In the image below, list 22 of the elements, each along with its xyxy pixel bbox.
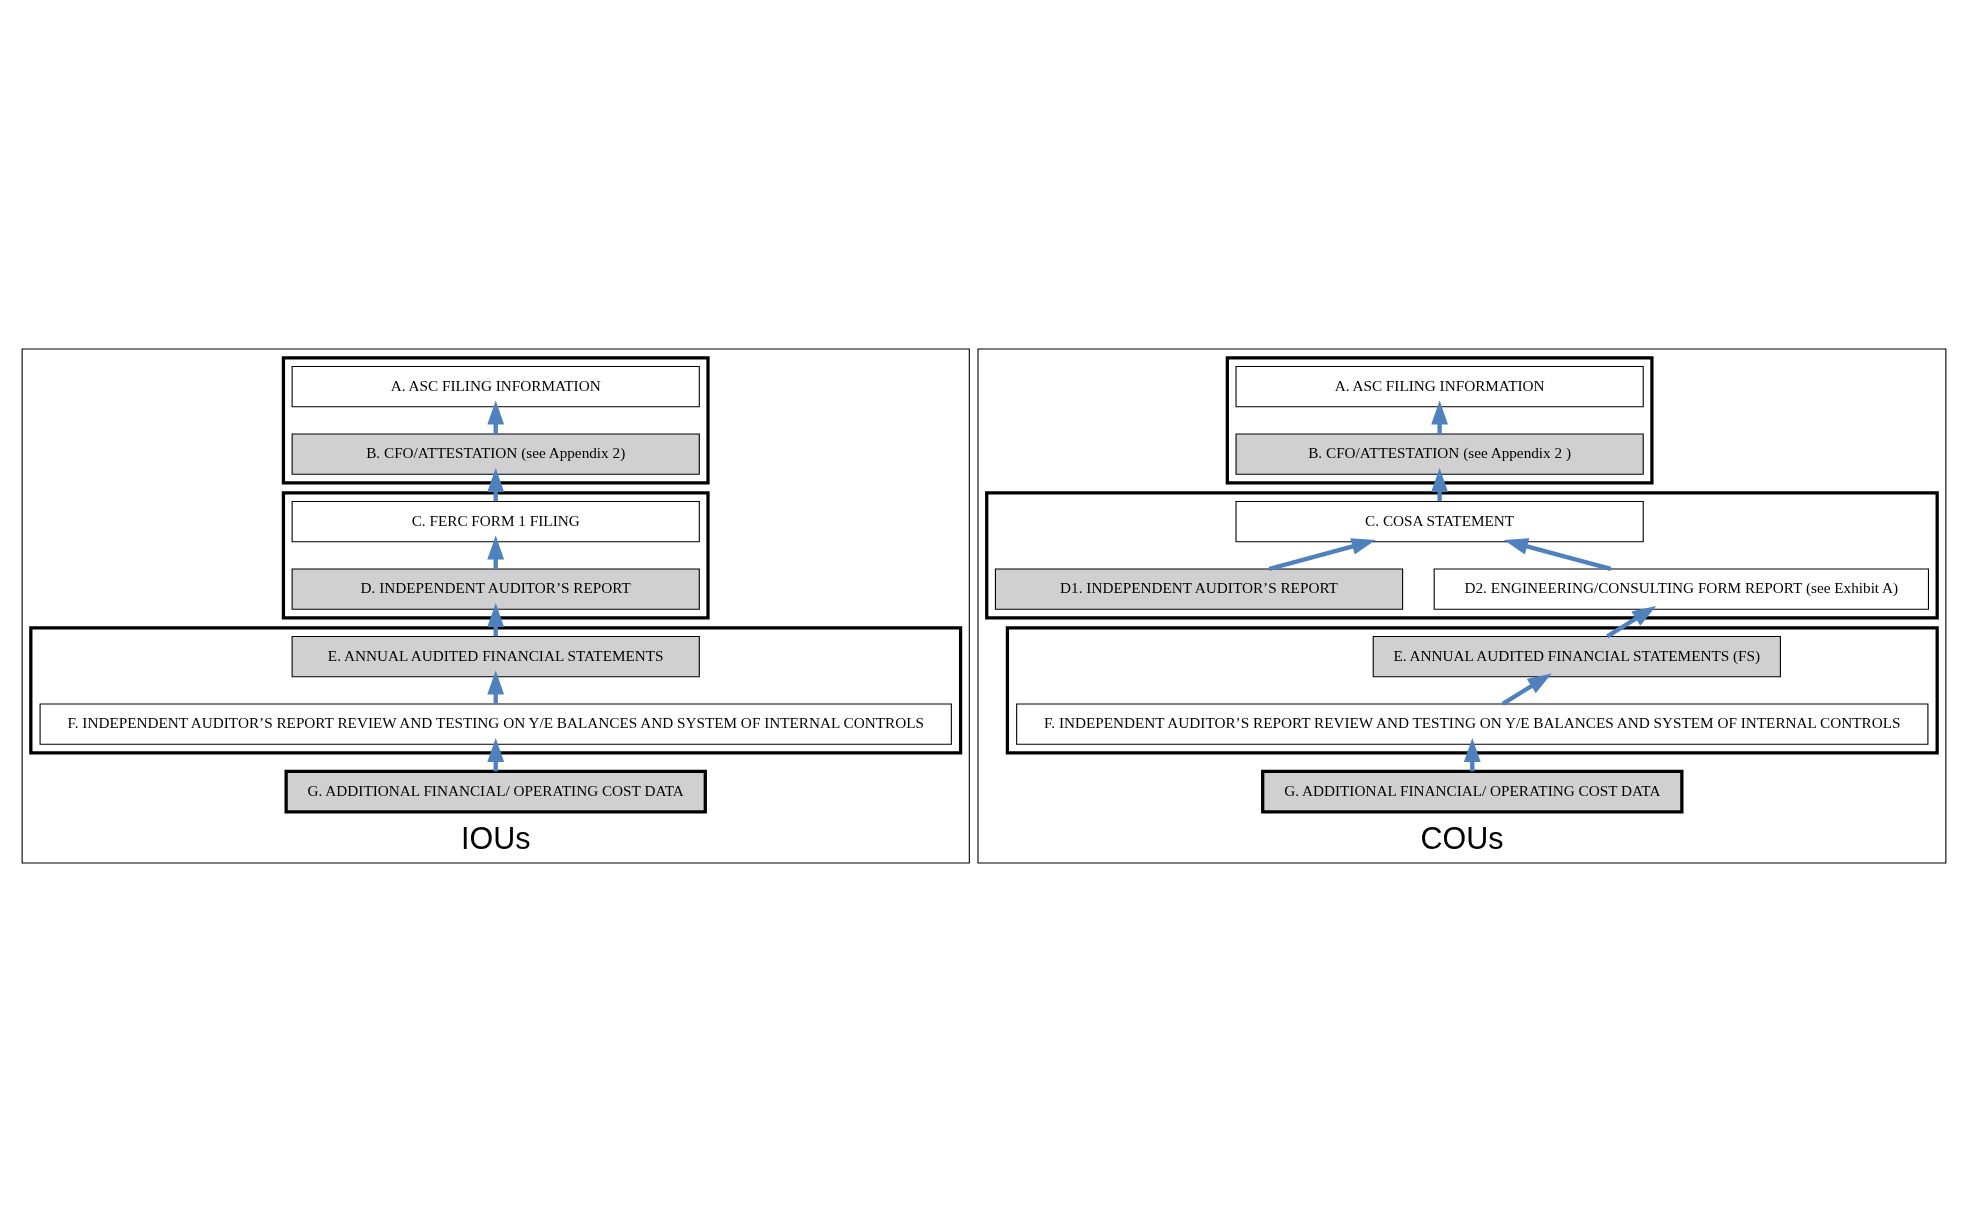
arrow [1430,467,1448,502]
node-box: D1. INDEPENDENT AUDITOR’S REPORT [994,568,1403,610]
node-box: G. ADDITIONAL FINANCIAL/ OPERATING COST DATA [284,769,707,814]
arrow [1430,400,1448,434]
arrow [1501,673,1552,706]
cluster [1225,356,1654,485]
node-box: C. FERC FORM 1 FILING [291,500,700,543]
node-box: E. ANNUAL AUDITED FINANCIAL STATEMENTS (FS) [1372,635,1781,678]
node-box: B. CFO/ATTESTATION (see Appendix 2 ) [1235,433,1644,475]
node-box: C. COSA STATEMENT [1235,500,1644,543]
node-box: A. ASC FILING INFORMATION [291,365,700,408]
node-box: F. INDEPENDENT AUDITOR’S REPORT REVIEW AND TESTING ON Y/E BALANCES AND SYSTEM OF INTERNAL CONTROLS [39,703,952,745]
node-box: D. INDEPENDENT AUDITOR’S REPORT [291,568,700,610]
node-box: E. ANNUAL AUDITED FINANCIAL STATEMENTS [291,635,700,678]
node-box: A. ASC FILING INFORMATION [1235,365,1644,408]
cluster [281,356,710,485]
cluster [1005,626,1939,755]
arrow [1605,605,1656,639]
node-box: F. INDEPENDENT AUDITOR’S REPORT REVIEW AND TESTING ON Y/E BALANCES AND SYSTEM OF INTERNAL CONTROLS [1015,703,1928,745]
node-box: B. CFO/ATTESTATION (see Appendix 2) [291,433,700,475]
node-box: D2. ENGINEERING/CONSULTING FORM REPORT (see Exhibit A) [1433,568,1929,610]
node-box: G. ADDITIONAL FINANCIAL/ OPERATING COST DATA [1260,769,1683,814]
